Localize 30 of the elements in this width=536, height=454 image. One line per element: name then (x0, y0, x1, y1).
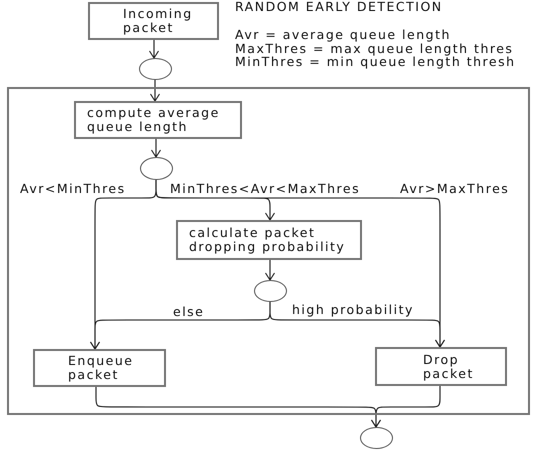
arrow (264, 260, 276, 281)
box-label: Drop packet (423, 352, 475, 380)
process-box (88, 2, 219, 40)
definition-text: Avr = average queue length (235, 28, 451, 42)
edge-label: MinThres<Avr<MaxThres (170, 182, 360, 195)
process-box (176, 220, 362, 260)
definition-text: MinThres = min queue length thresh (235, 55, 516, 69)
edge-label: Avr<MinThres (20, 182, 126, 195)
edge-label: Avr>MaxThres (400, 182, 510, 195)
box-label: compute average queue length (87, 106, 221, 134)
edge-label: high probability (292, 303, 414, 316)
process-box (74, 101, 242, 139)
arrow (370, 386, 441, 428)
process-box (375, 347, 507, 386)
junction-circle (140, 157, 173, 180)
box-label: Enqueue packet (68, 354, 134, 382)
container-frame (7, 87, 530, 415)
junction-circle (254, 280, 287, 302)
arrow (150, 80, 160, 102)
edge-label: else (173, 305, 204, 318)
process-box (33, 349, 166, 387)
junction-circle (360, 427, 393, 449)
arrow (269, 302, 446, 348)
box-label: Incoming packet (123, 7, 194, 35)
box-label: calculate packet dropping probability (189, 226, 346, 254)
junction-circle (139, 58, 172, 80)
diagram-title: RANDOM EARLY DETECTION (235, 0, 443, 14)
arrow (148, 40, 160, 59)
definition-text: MaxThres = max queue length thres (235, 42, 514, 56)
arrow (150, 139, 162, 158)
